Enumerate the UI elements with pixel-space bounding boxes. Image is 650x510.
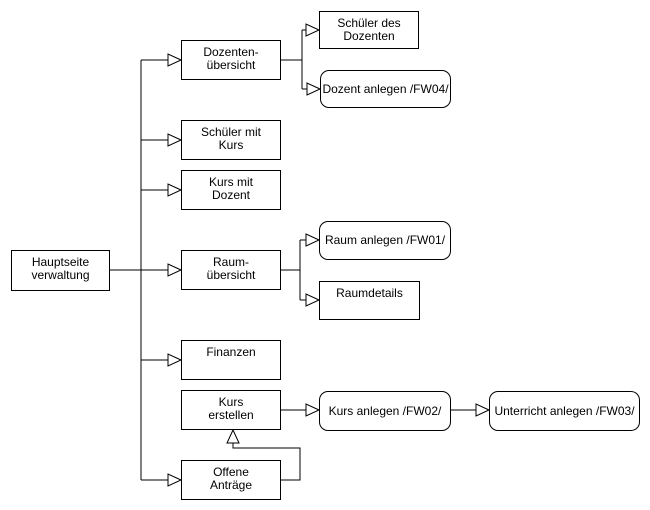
- node-label-line: Dozenten: [343, 29, 395, 43]
- node-label-line: Finanzen: [206, 345, 256, 359]
- node-label-line: Schüler mit: [200, 125, 262, 139]
- node-label-line: Raumdetails: [336, 286, 403, 300]
- arrowhead-to-raumdetails: [305, 293, 321, 307]
- node-label-line: Offene: [213, 465, 249, 479]
- node-label-line: Kurs: [218, 138, 244, 152]
- node-label-line: übersicht: [206, 58, 256, 72]
- node-label-line: Kurs mit: [208, 175, 253, 189]
- arrowhead-trunk-to-dozenten-uebersicht: [167, 53, 183, 67]
- edge-offene-antraege-to-kurs-erstellen: [232, 443, 301, 481]
- node-kurs-anlegen-fw02: Kurs anlegen /FW02/: [319, 391, 451, 431]
- node-label-line: verwaltung: [31, 268, 90, 282]
- arrowhead-trunk-to-offene-antraege: [167, 473, 183, 487]
- arrowhead-to-dozent-anlegen: [306, 82, 322, 96]
- node-label-line: Raum anlegen /FW01/: [324, 233, 446, 247]
- node-label-line: Dozent anlegen /FW04/: [322, 81, 449, 96]
- node-label-line: Schüler des: [337, 16, 401, 30]
- arrowhead-offene-antraege-to-kurs-erstellen: [226, 428, 240, 444]
- arrowhead-hauptseite-to-raum-uebersicht: [167, 263, 183, 277]
- arrowhead-trunk-to-kurs-mit-dozent: [167, 183, 183, 197]
- arrowhead-kurs-anlegen-to-unterricht-anlegen: [475, 403, 491, 417]
- node-label-line: erstellen: [208, 408, 254, 422]
- arrowhead-to-raum-anlegen: [305, 233, 321, 247]
- node-label-line: übersicht: [206, 268, 256, 282]
- node-raum-uebersicht: Raum-übersicht: [181, 250, 281, 290]
- node-dozenten-uebersicht: Dozenten-übersicht: [181, 40, 281, 80]
- node-finanzen: Finanzen: [181, 340, 281, 380]
- node-raumdetails: Raumdetails: [319, 281, 420, 320]
- node-dozent-anlegen-fw04: Dozent anlegen /FW04/: [320, 70, 451, 108]
- node-unterricht-anlegen-fw03: Unterricht anlegen /FW03/: [489, 391, 640, 431]
- node-label-line: Dozent: [211, 188, 251, 202]
- node-label-line: Kurs anlegen /FW02/: [328, 403, 442, 418]
- arrowhead-trunk-to-schueler-mit-kurs: [167, 133, 183, 147]
- arrowhead-to-schueler-des-dozenten: [305, 23, 321, 37]
- node-label-line: Hauptseite: [31, 255, 90, 269]
- node-label-line: Unterricht anlegen /FW03/: [494, 403, 635, 418]
- arrowhead-trunk-to-finanzen: [167, 353, 183, 367]
- node-label-line: Kurs: [218, 395, 244, 409]
- arrowhead-kurs-erstellen-to-kurs-anlegen: [305, 403, 321, 417]
- node-label-line: Anträge: [209, 478, 253, 492]
- node-label-line: Raum-: [212, 255, 249, 269]
- node-label-line: Dozenten-: [203, 45, 259, 59]
- node-raum-anlegen-fw01: Raum anlegen /FW01/: [319, 221, 451, 260]
